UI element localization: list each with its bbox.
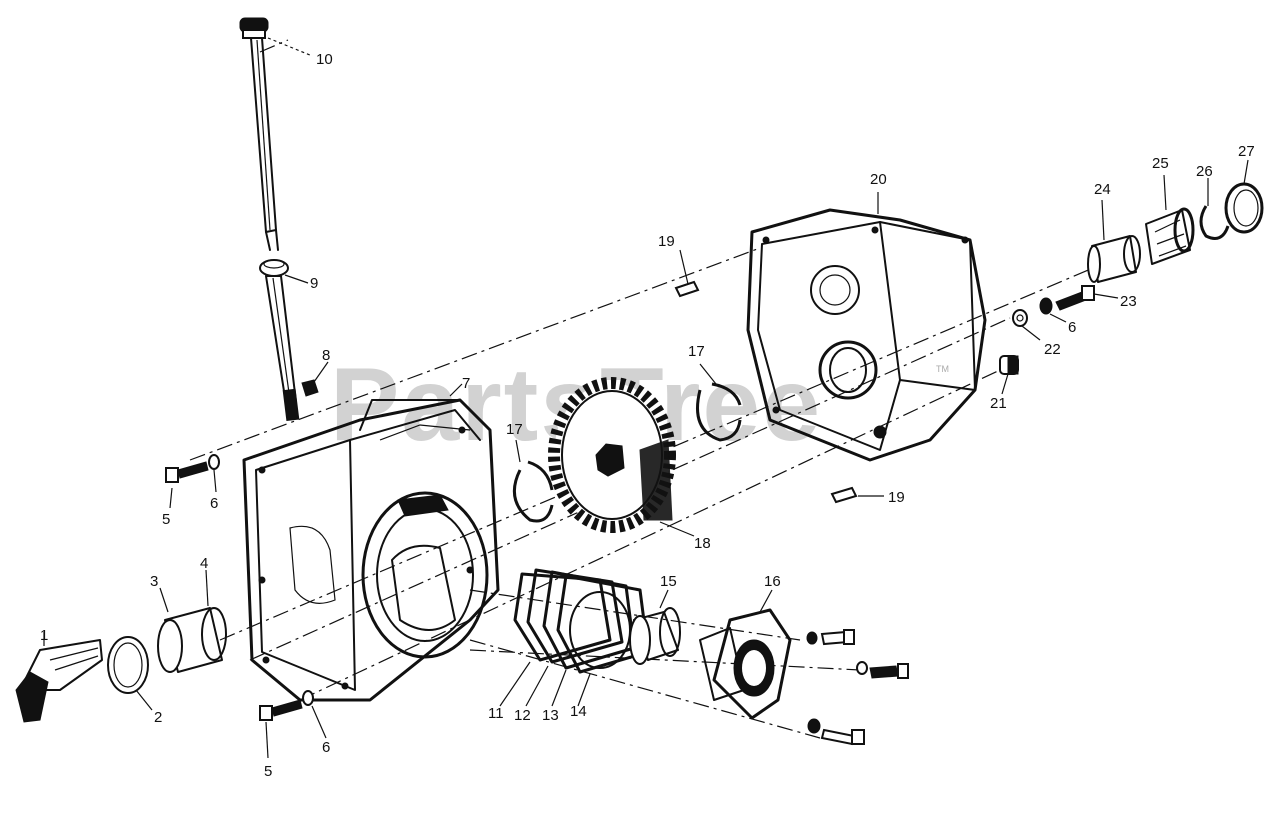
part-16-bearing-housing — [699, 608, 792, 720]
callout-20: 20 — [870, 171, 887, 188]
part-23-bolt — [1055, 285, 1095, 311]
callout-12: 12 — [514, 707, 531, 724]
part-18-spur-gear — [548, 377, 676, 533]
part-21-plug — [999, 355, 1019, 375]
flange-bolt-lower — [807, 718, 865, 746]
part-17-snap-ring-right — [696, 382, 742, 442]
flange-bolt-upper — [806, 629, 855, 646]
callout-13: 13 — [542, 707, 559, 724]
callout-17-right: 17 — [688, 343, 705, 360]
callout-3: 3 — [150, 573, 158, 590]
part-7-transmission-housing — [242, 398, 500, 702]
callout-7: 7 — [462, 375, 470, 392]
callout-labels: 10 9 8 7 5 6 17 17 18 19 19 20 21 22 6 2… — [40, 51, 1255, 780]
callout-27: 27 — [1238, 143, 1255, 160]
part-15-bearing-race — [629, 607, 681, 665]
flange-bolt-middle — [856, 661, 909, 679]
part-6-washer-upper — [208, 454, 220, 470]
callout-23: 23 — [1120, 293, 1137, 310]
callout-6-lower: 6 — [322, 739, 330, 756]
part-5-bolt-upper — [165, 461, 209, 483]
part-24-bearing-cup — [1087, 235, 1141, 283]
part-22-washer — [1012, 309, 1028, 327]
part-11-14-gaskets — [513, 568, 650, 674]
callout-17-left: 17 — [506, 421, 523, 438]
callout-6-upper: 6 — [210, 495, 218, 512]
callout-24: 24 — [1094, 181, 1111, 198]
part-9-shift-shaft — [259, 259, 300, 422]
part-27-end-cap — [1224, 182, 1264, 234]
callout-22: 22 — [1044, 341, 1061, 358]
part-26-snap-ring — [1199, 205, 1230, 240]
callout-21: 21 — [990, 395, 1007, 412]
part-19-pin-lower — [830, 486, 858, 504]
callout-5-upper: 5 — [162, 511, 170, 528]
part-1-pinion-shaft — [15, 639, 103, 723]
callout-19-upper: 19 — [658, 233, 675, 250]
callout-14: 14 — [570, 703, 587, 720]
part-8-nut — [301, 379, 319, 397]
callout-26: 26 — [1196, 163, 1213, 180]
callout-18: 18 — [694, 535, 711, 552]
callout-10: 10 — [316, 51, 333, 68]
callout-15: 15 — [660, 573, 677, 590]
callout-1: 1 — [40, 627, 48, 644]
callout-4: 4 — [200, 555, 208, 572]
callout-25: 25 — [1152, 155, 1169, 172]
part-17-snap-ring-left — [512, 460, 554, 523]
part-10-shift-rod — [239, 17, 279, 251]
callout-19-lower: 19 — [888, 489, 905, 506]
part-6-lockwasher-right — [1039, 297, 1053, 315]
part-19-pin-upper — [674, 280, 700, 298]
callout-9: 9 — [310, 275, 318, 292]
callout-8: 8 — [322, 347, 330, 364]
callout-2: 2 — [154, 709, 162, 726]
part-25-roller-bearing — [1145, 207, 1195, 265]
part-20-housing-cover — [746, 208, 987, 462]
callout-6-right: 6 — [1068, 319, 1076, 336]
callout-5-lower: 5 — [264, 763, 272, 780]
callout-11: 11 — [488, 705, 504, 722]
part-2-seal — [107, 636, 149, 694]
callout-16: 16 — [764, 573, 781, 590]
part-3-4-bearing — [157, 607, 227, 673]
leader-lines — [43, 37, 1249, 759]
part-5-bolt-lower — [259, 699, 303, 721]
part-6-washer-lower — [302, 690, 314, 706]
watermark-trademark: TM — [936, 364, 949, 374]
